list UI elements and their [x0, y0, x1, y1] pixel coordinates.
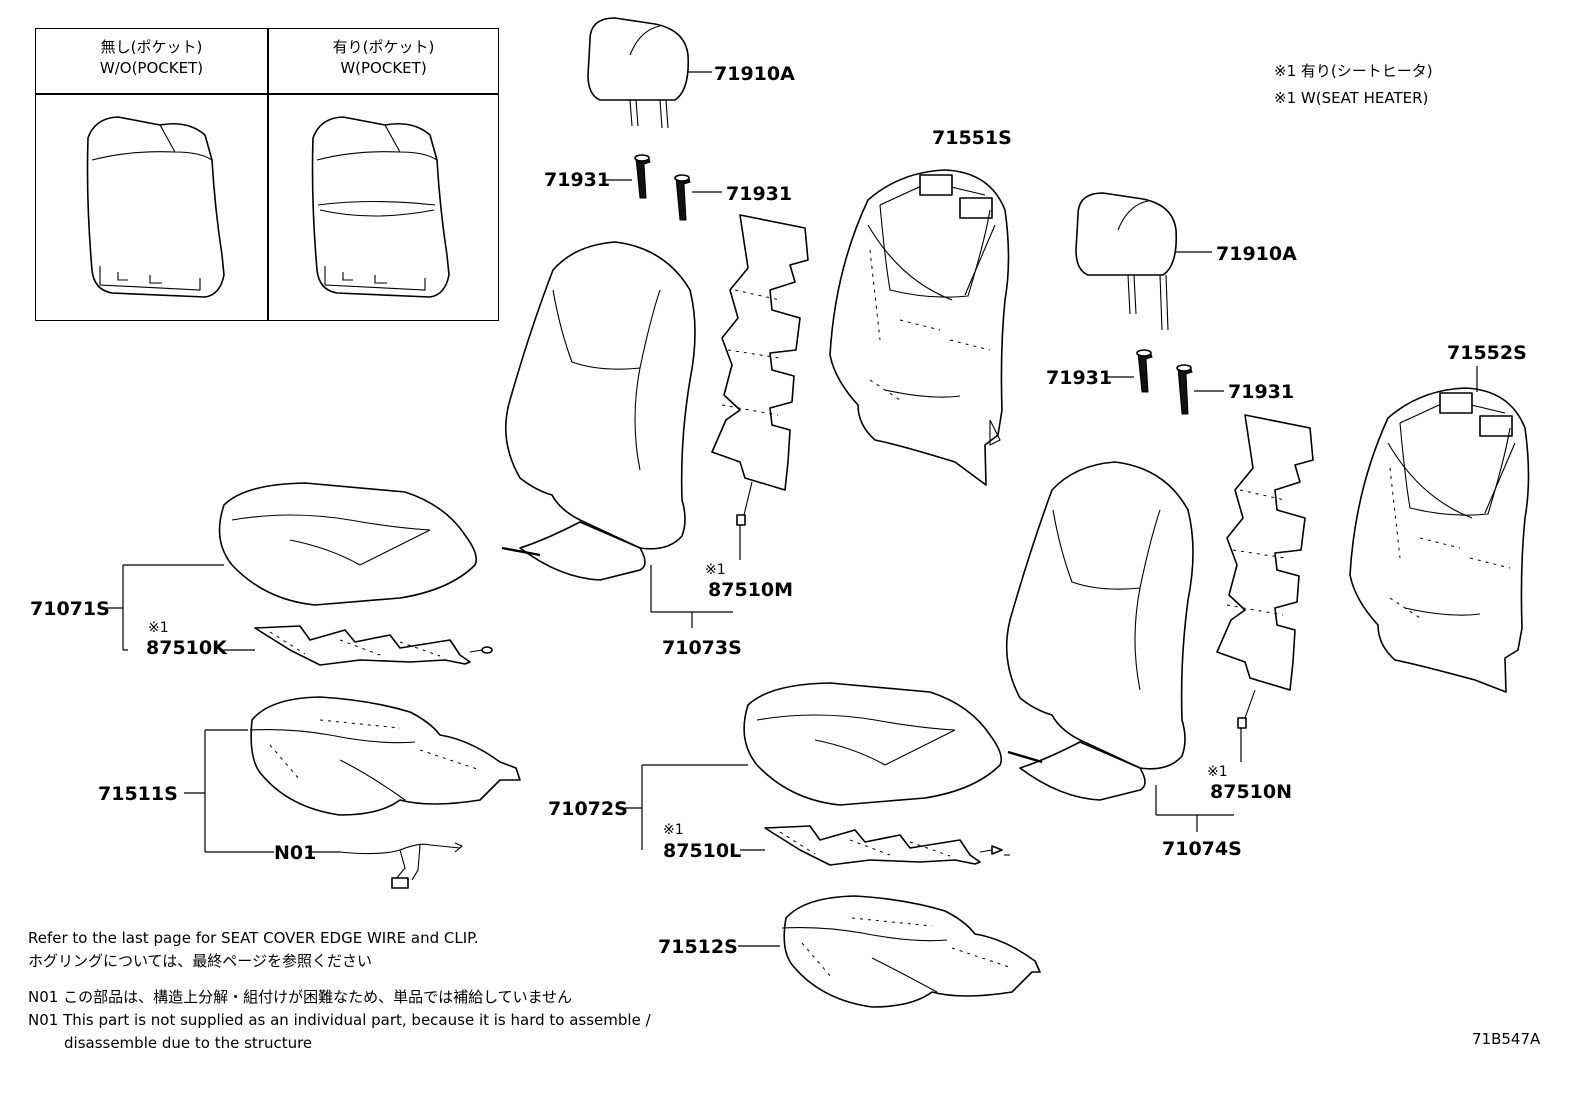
label-87510m: 87510M	[708, 579, 793, 601]
legend-line-en: ※1 W(SEAT HEATER)	[1274, 89, 1429, 107]
inset-header-without-pocket: 無し(ポケット) W/O(POCKET)	[36, 37, 267, 79]
label-71074s: 71074S	[1162, 838, 1242, 860]
seatback-without-pocket-drawing	[86, 116, 225, 298]
note-refer-en: Refer to the last page for SEAT COVER ED…	[28, 929, 479, 947]
label-71552s: 71552S	[1447, 342, 1527, 364]
note-mark-87510n: ※1	[1207, 764, 1228, 780]
leader-71511s	[184, 729, 340, 853]
seat-cushion-right-drawing	[743, 682, 1003, 806]
note-n01-en-line2: disassemble due to the structure	[64, 1034, 313, 1052]
drawing-number: 71B547A	[1472, 1030, 1541, 1048]
note-n01-jp: N01 この部品は、構造上分解・組付けが困難なため、単品では補給していません	[28, 988, 573, 1006]
inset-header-without-pocket-en: W/O(POCKET)	[99, 59, 204, 77]
seat-heater-left-drawing	[254, 625, 493, 666]
note-mark-87510m: ※1	[705, 562, 726, 578]
inset-divider-horizontal	[36, 93, 498, 95]
leader-71071s	[100, 564, 255, 651]
label-87510l: 87510L	[663, 840, 741, 862]
inset-header-without-pocket-jp: 無し(ポケット)	[100, 38, 203, 56]
headrest-right-drawing	[1075, 192, 1212, 331]
note-n01-en-line1: N01 This part is not supplied as an indi…	[28, 1011, 651, 1029]
label-71910a-left: 71910A	[714, 63, 795, 85]
note-mark-87510l: ※1	[663, 822, 684, 838]
label-71931-right-a: 71931	[1046, 367, 1112, 389]
label-71511s: 71511S	[98, 783, 178, 805]
seatback-with-pocket-drawing	[311, 116, 450, 298]
seat-heater-legend: ※1 有り(シートヒータ) ※1 W(SEAT HEATER)	[1274, 58, 1433, 112]
headrest-guide-left-pair-drawing	[604, 154, 722, 221]
seatback-frame-right-drawing	[1005, 461, 1234, 832]
seatback-cover-left-drawing	[829, 169, 1010, 486]
label-71931-right-b: 71931	[1228, 381, 1294, 403]
headrest-guide-right-pair-drawing	[1107, 349, 1224, 415]
pocket-variant-inset: 無し(ポケット) W/O(POCKET) 有り(ポケット) W(POCKET)	[35, 28, 499, 321]
inset-header-with-pocket: 有り(ポケット) W(POCKET)	[268, 37, 499, 79]
label-71931-left-a: 71931	[544, 169, 610, 191]
footnotes: Refer to the last page for SEAT COVER ED…	[28, 927, 748, 1055]
leader-71072s	[625, 764, 765, 851]
seat-pad-right-drawing	[738, 895, 1041, 1008]
headrest-left-drawing	[587, 17, 712, 129]
inset-header-with-pocket-jp: 有り(ポケット)	[332, 38, 435, 56]
inset-header-with-pocket-en: W(POCKET)	[340, 59, 427, 77]
seat-pad-left-drawing	[249, 696, 521, 816]
label-71512s: 71512S	[658, 936, 738, 958]
seatback-cover-right-drawing	[1349, 366, 1530, 693]
label-87510n: 87510N	[1210, 781, 1292, 803]
seatback-heater-right-drawing	[1216, 414, 1314, 762]
legend-line-jp: ※1 有り(シートヒータ)	[1274, 62, 1433, 80]
note-spacer	[28, 973, 748, 986]
note-mark-87510k: ※1	[148, 620, 169, 636]
note-refer-jp: ホグリングについては、最終ページを参照ください	[28, 952, 372, 970]
label-71073s: 71073S	[662, 637, 742, 659]
inset-divider-vertical	[267, 29, 269, 320]
label-71551s: 71551S	[932, 127, 1012, 149]
label-71931-left-b: 71931	[726, 183, 792, 205]
seat-heater-right-drawing	[764, 825, 1010, 866]
label-n01: N01	[274, 842, 316, 864]
seatback-frame-left-drawing	[501, 241, 733, 628]
wire-harness-n01-drawing	[339, 842, 464, 889]
seat-cushion-left-drawing	[218, 482, 478, 606]
label-87510k: 87510K	[146, 637, 228, 659]
label-71910a-right: 71910A	[1216, 243, 1297, 265]
seatback-heater-left-drawing	[711, 214, 809, 560]
label-71071s: 71071S	[30, 598, 110, 620]
label-71072s: 71072S	[548, 798, 628, 820]
